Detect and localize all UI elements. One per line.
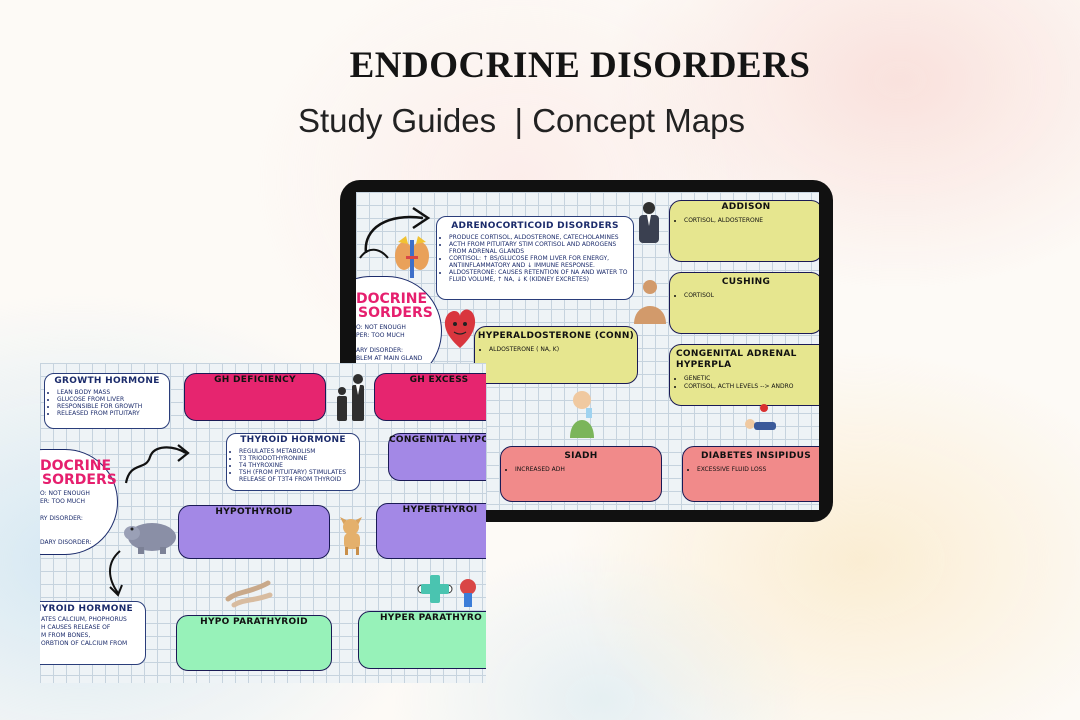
adrenocorticoid-item: ALDOSTERONE: CAUSES RETENTION OF NA AND …: [449, 269, 633, 283]
gh-deficiency-title: GH DEFICIENCY: [214, 375, 296, 385]
gh-deficiency-card: GH DEFICIENCY: [184, 373, 326, 421]
thyroid-hormone-item: T4 THYROXINE: [239, 462, 359, 469]
adrenocorticoid-title: ADRENOCORTICOID DISORDERS: [451, 221, 619, 231]
side-text-line: ER: TOO MUCH: [40, 498, 85, 505]
side-text-line: PER: TOO MUCH: [356, 332, 405, 339]
gh-excess-title: GH EXCESS: [409, 375, 469, 385]
growth-hormone-item: GLUCOSE FROM LIVER: [57, 396, 169, 403]
person-lying-icon: [745, 404, 776, 430]
siadh-card: SIADH INCREASED ADH: [500, 446, 662, 502]
siadh-title: SIADH: [564, 451, 598, 461]
thyroid-hormone-card: THYROID HORMONE REGULATES METABOLISM T3 …: [226, 433, 360, 491]
cushing-item: CORTISOL: [684, 292, 819, 300]
gh-excess-card: GH EXCESS: [374, 373, 486, 421]
parathyroid-line: ORBTION OF CALCIUM FROM: [41, 640, 128, 647]
diabetes-insipidus-card: DIABETES INSIPIDUS EXCESSIVE FLUID LOSS: [682, 446, 819, 502]
curved-arrow-icon: [359, 206, 431, 259]
growth-hormone-card: GROWTH HORMONE LEAN BODY MASS GLUCOSE FR…: [44, 373, 170, 429]
parathyroid-line: M FROM BONES,: [41, 632, 91, 639]
diabetes-insipidus-item: EXCESSIVE FLUID LOSS: [697, 466, 819, 474]
cah-item: CORTISOL, ACTH LEVELS --> ANDRO: [684, 383, 819, 391]
side-text-line: ARY DISORDER:: [356, 347, 403, 354]
kidney-icon: [395, 236, 429, 278]
conn-title: HYPERALDOSTERONE (CONN): [477, 331, 635, 341]
parathyroid-hormone-card: THYROID HORMONE ATES CALCIUM, PHOPHORUS …: [40, 601, 146, 665]
patient-icon: [634, 280, 666, 324]
thyroid-hormone-title: THYROID HORMONE: [240, 435, 346, 445]
siadh-item: INCREASED ADH: [515, 466, 661, 474]
side-title-line: SORDERS: [358, 305, 433, 321]
side-title-line: DOCRINE: [356, 291, 428, 307]
congenital-hypothyroid-title: CONGENITAL HYPOTH: [389, 435, 486, 445]
addison-title: ADDISON: [721, 202, 771, 212]
side-text-line: O: NOT ENOUGH: [356, 324, 406, 331]
hyperthyroid-card: HYPERTHYROI: [376, 503, 486, 559]
diabetes-insipidus-title: DIABETES INSIPIDUS: [700, 451, 811, 461]
short-tall-men-icon: [337, 374, 364, 421]
growth-hormone-title: GROWTH HORMONE: [54, 376, 160, 386]
bones-icon: [225, 580, 273, 608]
hypothyroid-card: HYPOTHYROID: [178, 505, 330, 559]
dog-icon: [340, 517, 362, 555]
hypo-parathyroid-card: HYPO PARATHYROID: [176, 615, 332, 671]
cah-item: GENETIC: [684, 375, 819, 383]
hypothyroid-title: HYPOTHYROID: [215, 507, 293, 517]
hyperthyroid-title: HYPERTHYROI: [402, 505, 478, 515]
addison-card: ADDISON CORTISOL, ALDOSTERONE: [669, 200, 819, 262]
cushing-card: CUSHING CORTISOL: [669, 272, 819, 334]
broken-bone-icon: [417, 575, 476, 607]
adrenocorticoid-card: ADRENOCORTICOID DISORDERS PRODUCE CORTIS…: [436, 216, 634, 300]
hypo-parathyroid-title: HYPO PARATHYROID: [200, 617, 308, 627]
curly-arrow-icon: [124, 444, 190, 484]
cushing-title: CUSHING: [721, 277, 771, 287]
businessman-icon: [639, 202, 659, 243]
side-text-line: BLEM AT MAIN GLAND: [356, 355, 423, 362]
conn-card: HYPERALDOSTERONE (CONN) ALDOSTERONE ( NA…: [474, 326, 638, 384]
thyroid-hormone-item: T3 TRIODOTHYRONINE: [239, 455, 359, 462]
growth-hormone-item: RELEASED FROM PITUITARY: [57, 410, 169, 417]
side-title-line: SORDERS: [42, 472, 117, 488]
growth-hormone-item: RESPONSIBLE FOR GROWTH: [57, 403, 169, 410]
tablet-screen: ADRENOCORTICOID DISORDERS PRODUCE CORTIS…: [356, 192, 819, 510]
parathyroid-hormone-title: THYROID HORMONE: [40, 604, 133, 614]
child-drinking-icon: [570, 391, 594, 438]
parathyroid-line: H CAUSES RELEASE OF: [41, 624, 111, 631]
page-subtitle: Study Guides | Concept Maps: [298, 102, 745, 139]
adrenocorticoid-item: CORTISOL: ↑ BS/GLUCOSE FROM LIVER FOR EN…: [449, 255, 633, 269]
hyper-parathyroid-title: HYPER PARATHYRO: [379, 613, 483, 623]
down-arrow-icon: [109, 550, 123, 597]
page-title: ENDOCRINE DISORDERS: [349, 45, 811, 86]
addison-item: CORTISOL, ALDOSTERONE: [684, 217, 819, 225]
adrenocorticoid-item: PRODUCE CORTISOL, ALDOSTERONE, CATECHOLA…: [449, 234, 633, 241]
side-text-line: DARY DISORDER:: [40, 539, 92, 546]
side-title-line: DOCRINE: [40, 458, 112, 474]
side-text-line: O: NOT ENOUGH: [40, 490, 90, 497]
thyroid-hormone-item: TSH (FROM PITUITARY) STIMULATES RELEASE …: [239, 469, 359, 483]
thyroid-hormone-item: REGULATES METABOLISM: [239, 448, 359, 455]
congenital-hypothyroid-card: CONGENITAL HYPOTH: [388, 433, 486, 481]
concept-map-panel: GROWTH HORMONE LEAN BODY MASS GLUCOSE FR…: [40, 363, 486, 683]
hippo-icon: [124, 523, 176, 554]
cah-card: CONGENITAL ADRENAL HYPERPLA GENETIC CORT…: [669, 344, 819, 406]
conn-item: ALDOSTERONE ( NA, K): [489, 346, 637, 354]
growth-hormone-item: LEAN BODY MASS: [57, 389, 169, 396]
heart-icon: [444, 309, 476, 348]
hyper-parathyroid-card: HYPER PARATHYRO: [358, 611, 486, 669]
cah-title: CONGENITAL ADRENAL HYPERPLA: [676, 349, 797, 370]
side-text-line: RY DISORDER:: [40, 515, 83, 522]
adrenocorticoid-item: ACTH FROM PITUITARY STIM CORTISOL AND AD…: [449, 241, 633, 255]
parathyroid-line: ATES CALCIUM, PHOPHORUS: [41, 616, 127, 623]
